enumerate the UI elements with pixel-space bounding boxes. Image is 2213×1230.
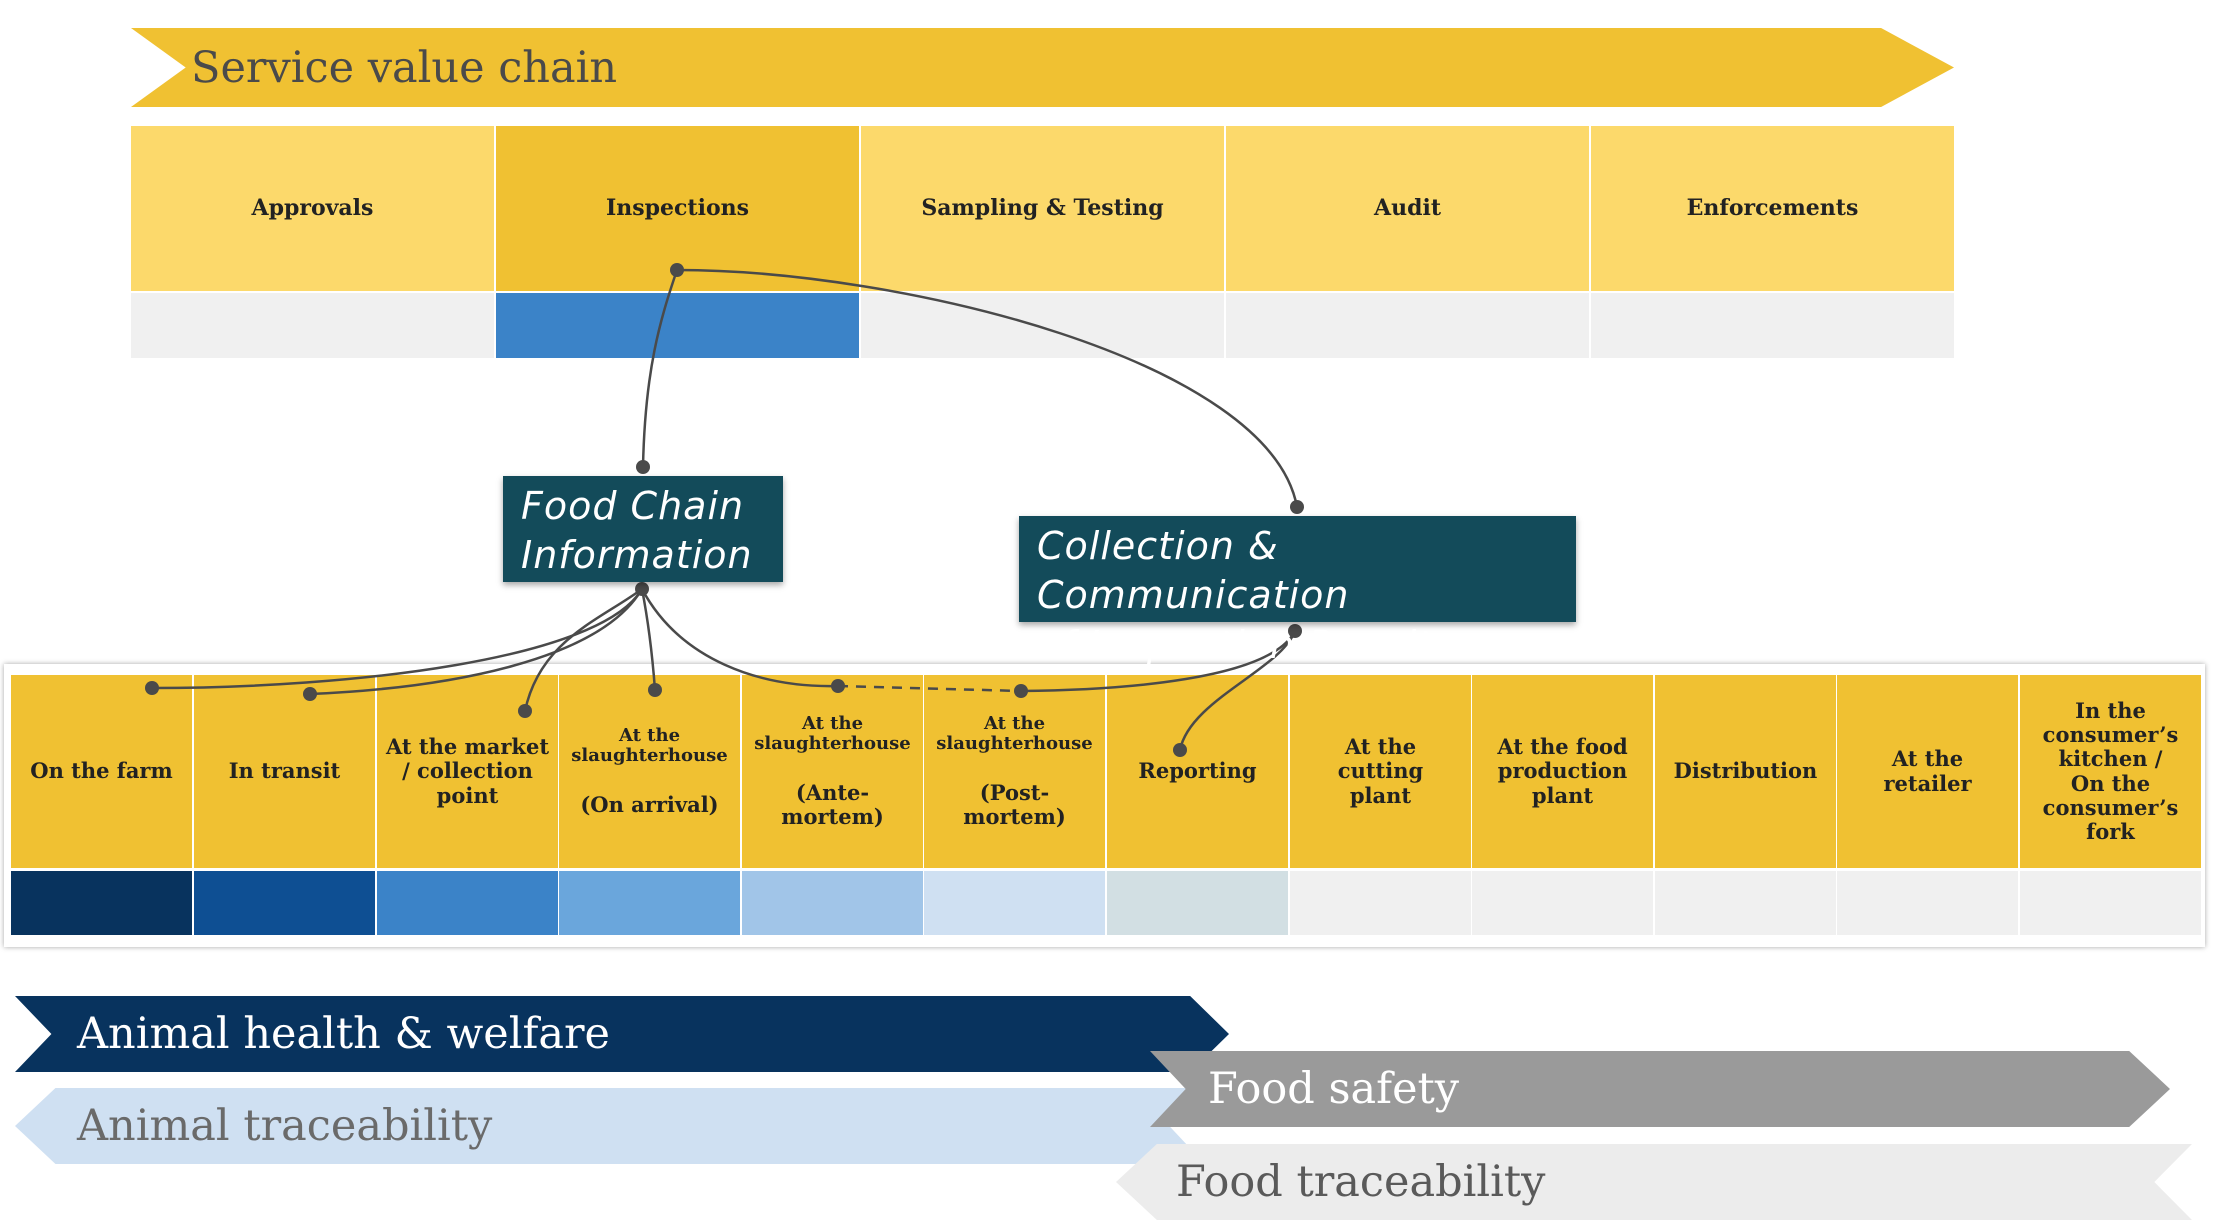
food-safety-banner: Food safety — [1150, 1051, 2170, 1127]
stage-bar-6 — [924, 871, 1105, 935]
link-inspections-collection — [676, 268, 1299, 508]
top-cell-label: Inspections — [605, 194, 750, 221]
top-bar-approvals — [131, 293, 494, 358]
animal-traceability-banner: Animal traceability — [15, 1088, 1205, 1164]
stage-label: At the food production plant — [1497, 734, 1628, 808]
stage-label: On the farm — [30, 758, 173, 784]
top-cell-label: Sampling & Testing — [921, 194, 1164, 221]
banner-label: Food safety — [1208, 1064, 1460, 1114]
stage-slaughterhouse-arrival: At the slaughterhouse (On arrival) — [559, 675, 740, 868]
stage-label: In the consumer’s kitchen / On the consu… — [2042, 698, 2179, 844]
link-fc-arrival — [640, 588, 657, 691]
connector-dot — [1014, 684, 1028, 698]
stage-label: At the market / collection point — [385, 734, 550, 808]
service-value-chain-banner: Service value chain — [131, 28, 1954, 107]
animal-health-welfare-banner: Animal health & welfare — [15, 996, 1229, 1072]
connector-dot — [303, 687, 317, 701]
top-cell-sampling-testing: Sampling & Testing — [861, 126, 1224, 291]
stage-consumer: In the consumer’s kitchen / On the consu… — [2020, 675, 2201, 868]
connector-dot — [1288, 624, 1302, 638]
stage-sublabel: (Post-mortem) — [963, 780, 1066, 830]
stage-cutting-plant: At the cutting plant — [1290, 675, 1471, 868]
connector-dot — [145, 681, 159, 695]
connector-dot — [635, 582, 649, 596]
stage-bar-4 — [559, 871, 740, 935]
stage-sublabel: (On arrival) — [580, 792, 719, 818]
collection-communication-note: Collection & Communication of Inspection… — [1019, 516, 1576, 667]
connector-dot — [518, 704, 532, 718]
stage-bar-5 — [742, 871, 923, 935]
stage-bar-7 — [1107, 871, 1288, 935]
stage-bar-12 — [2020, 871, 2201, 935]
connector-dot — [1173, 743, 1187, 757]
connector-dot — [648, 683, 662, 697]
stage-label: Distribution — [1673, 758, 1818, 784]
top-bar-audit — [1226, 293, 1589, 358]
banner-label: Food traceability — [1176, 1157, 1546, 1207]
stage-sublabel: (Ante-mortem) — [781, 780, 884, 830]
link-ante-post-dashed — [837, 684, 1022, 693]
note-line: Collection & Communication — [1037, 524, 1350, 618]
connector-dot — [1290, 500, 1304, 514]
stage-slaughterhouse-ante: At the slaughterhouse (Ante-mortem) — [742, 675, 923, 868]
top-cell-audit: Audit — [1226, 126, 1589, 291]
service-value-chain-label: Service value chain — [191, 42, 618, 93]
link-collection-reporting — [1178, 630, 1297, 751]
banner-label: Animal traceability — [77, 1101, 493, 1151]
connector-dot — [670, 263, 684, 277]
stage-label: At the slaughterhouse — [936, 712, 1093, 755]
top-cell-enforcements: Enforcements — [1591, 126, 1954, 291]
food-chain-information-note: Food Chain Information — [503, 476, 783, 582]
link-fc-ante — [640, 588, 839, 688]
stage-food-production-plant: At the food production plant — [1472, 675, 1653, 868]
link-fc-transit — [309, 588, 644, 696]
stage-label: At the retailer — [1883, 746, 1972, 796]
top-bar-inspections — [496, 293, 859, 358]
top-bar-enforcements — [1591, 293, 1954, 358]
top-cell-approvals: Approvals — [131, 126, 494, 291]
stage-reporting: Reporting — [1107, 675, 1288, 868]
stage-label: In transit — [228, 758, 341, 784]
stage-in-transit: In transit — [194, 675, 375, 868]
stage-bar-1 — [11, 871, 192, 935]
link-fc-market — [523, 587, 643, 712]
note-line: Information — [521, 533, 753, 578]
note-line: Food Chain — [521, 484, 745, 528]
banner-label: Animal health & welfare — [77, 1009, 611, 1059]
link-fc-farm — [151, 588, 644, 690]
connector-dot — [831, 679, 845, 693]
top-bar-sampling-testing — [861, 293, 1224, 358]
stage-label: At the slaughterhouse — [571, 724, 728, 767]
note-line: of Inspection Results — [1037, 622, 1454, 667]
link-collection-post — [1020, 630, 1297, 693]
link-inspections-foodchain — [641, 269, 679, 468]
stage-bar-3 — [377, 871, 558, 935]
stage-bar-10 — [1655, 871, 1836, 935]
connector-dot — [636, 460, 650, 474]
top-cell-label: Approvals — [251, 194, 374, 221]
stage-distribution: Distribution — [1655, 675, 1836, 868]
top-cell-label: Audit — [1374, 194, 1441, 221]
stage-bar-8 — [1290, 871, 1471, 935]
stage-label: At the slaughterhouse — [754, 712, 911, 755]
stage-label: Reporting — [1138, 758, 1257, 784]
stage-retailer: At the retailer — [1837, 675, 2018, 868]
stage-label: At the cutting plant — [1337, 734, 1424, 808]
stage-on-the-farm: On the farm — [11, 675, 192, 868]
stage-bar-9 — [1472, 871, 1653, 935]
food-traceability-banner: Food traceability — [1116, 1144, 2192, 1220]
stage-slaughterhouse-post: At the slaughterhouse (Post-mortem) — [924, 675, 1105, 868]
stage-bar-11 — [1837, 871, 2018, 935]
stage-bar-2 — [194, 871, 375, 935]
top-cell-label: Enforcements — [1686, 194, 1859, 221]
